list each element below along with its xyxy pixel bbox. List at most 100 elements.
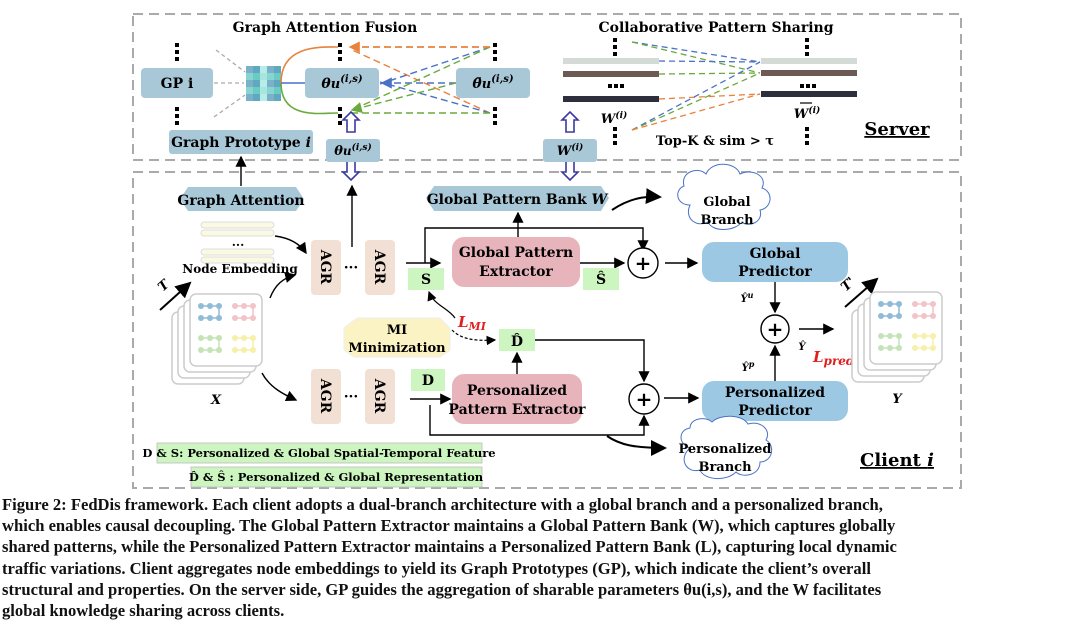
s-feature-box <box>408 268 444 290</box>
global-pattern-bank-tag <box>426 186 609 211</box>
t-prime-arrow <box>844 277 879 308</box>
graph-edge <box>881 303 900 317</box>
mi-line2: Minimization <box>348 341 446 356</box>
gaf-title: Graph Attention Fusion <box>233 20 418 36</box>
graph-prototype-label: Graph Prototype i <box>171 135 311 151</box>
attention-heatmap-icon <box>246 66 281 101</box>
caption-line: traffic variations. Client aggregates no… <box>2 558 871 578</box>
heatmap-cell <box>267 94 274 101</box>
d-hat-to-plus-line <box>535 339 650 383</box>
agr-label-1: AGR <box>317 249 333 285</box>
l-mi-label: LMI <box>457 313 487 333</box>
client-region <box>132 171 962 489</box>
arrow-x-to-agr-lower <box>261 372 298 402</box>
global-predictor-line2: Predictor <box>738 264 812 280</box>
heatmap-cell <box>274 66 281 73</box>
heatmap-cell <box>246 94 253 101</box>
global-predictor-box <box>702 242 848 282</box>
graph-edge <box>881 335 900 349</box>
legend-text-1: D & S: Personalized & Global Spatial-Tem… <box>142 446 495 460</box>
figure-caption: Figure 2: FedDis framework. Each client … <box>2 494 1078 621</box>
plus-output-glyph: + <box>767 317 784 341</box>
theta-upload-box <box>326 139 380 162</box>
heatmap-cell <box>267 87 274 94</box>
pattern-bars-left <box>563 58 659 102</box>
theta-upload-arrow <box>341 110 361 182</box>
personal-predictor-line2: Predictor <box>738 403 812 419</box>
graph-edge <box>235 337 254 351</box>
global-pattern-bank-label: Global Pattern Bank W <box>427 192 609 208</box>
theta-bar-box <box>456 68 530 98</box>
heatmap-cell <box>267 66 274 73</box>
server-label: Server <box>864 119 930 140</box>
w-upload-box <box>543 139 597 162</box>
heatmap-cell <box>253 66 260 73</box>
caption-line: shared patterns, while the Personalized … <box>2 537 897 557</box>
heatmap-cell <box>267 73 274 80</box>
heatmap-cell <box>274 87 281 94</box>
heatmap-cell <box>274 73 281 80</box>
personal-branch-cloud <box>680 415 773 479</box>
agr-block-2 <box>365 240 395 295</box>
global-branch-cloud <box>677 163 771 230</box>
plus-global-glyph: + <box>635 251 652 275</box>
graph-edge <box>201 337 220 351</box>
y-u-label: Ŷu <box>741 290 754 305</box>
heatmap-cell <box>253 87 260 94</box>
graph-attention-tag <box>180 187 304 211</box>
pattern-sharing-links <box>631 41 761 131</box>
heatmap-cell <box>260 80 267 87</box>
server-region <box>132 13 962 161</box>
plus-output-icon <box>760 314 790 344</box>
heatmap-cell <box>274 94 281 101</box>
arrow-mi-to-d-hat <box>451 329 497 346</box>
caption-line: Figure 2: FedDis framework. Each client … <box>2 495 883 514</box>
x-label: X <box>210 393 222 408</box>
agr-block-4 <box>365 369 395 424</box>
graph-edge <box>201 305 220 319</box>
cps-title: Collaborative Pattern Sharing <box>599 20 834 36</box>
t-label: T <box>155 276 173 295</box>
output-graph-y-icon <box>851 291 943 383</box>
heatmap-cell <box>246 66 253 73</box>
plus-personal-icon <box>628 383 660 415</box>
y-hat-label: Ŷ <box>798 341 806 353</box>
heatmap-cell <box>246 80 253 87</box>
s-skip-line <box>424 227 649 263</box>
personal-predictor-box <box>702 381 848 421</box>
personal-extractor-line1: Personalized <box>467 383 567 399</box>
pattern-bars-right <box>761 58 857 97</box>
graph-attention-label: Graph Attention <box>177 193 304 209</box>
agr-ellipsis-1: ··· <box>344 260 359 276</box>
legend-text-2: D̂ & Ŝ : Personalized & Global Represent… <box>189 470 484 484</box>
embedding-ellipsis: ... <box>232 235 245 249</box>
arrow-to-personal-branch <box>606 435 667 456</box>
plus-personal-glyph: + <box>636 387 653 411</box>
heatmap-cell <box>260 87 267 94</box>
agr-label-2: AGR <box>371 249 387 285</box>
global-extractor-line2: Extractor <box>479 264 553 280</box>
plus-global-icon <box>627 247 659 279</box>
heatmap-cell <box>267 80 274 87</box>
w-upload-arrow <box>560 110 580 182</box>
graph-edge <box>235 305 254 319</box>
gp-box-label: GP i <box>161 76 194 92</box>
d-feature-box <box>411 369 445 391</box>
global-branch-line1: Global <box>703 195 750 210</box>
arrow-x-to-embedding <box>269 271 297 299</box>
client-label: Client i <box>860 450 934 471</box>
personal-branch-line2: Branch <box>698 460 752 475</box>
node-embedding-stack <box>200 221 275 264</box>
agr-ellipsis-2: ··· <box>344 389 359 405</box>
s-label: S <box>421 272 431 288</box>
personal-extractor-box <box>452 374 582 424</box>
graph-prototype-box <box>169 130 313 154</box>
heatmap-cell <box>274 80 281 87</box>
s-hat-box <box>583 268 619 290</box>
graph-edge <box>915 335 934 349</box>
heatmap-cell <box>260 66 267 73</box>
y-label: Y <box>892 392 903 407</box>
fusion-curve-orange <box>280 46 339 84</box>
y-p-label: Ŷp <box>742 359 755 374</box>
agr-block-1 <box>311 240 341 295</box>
